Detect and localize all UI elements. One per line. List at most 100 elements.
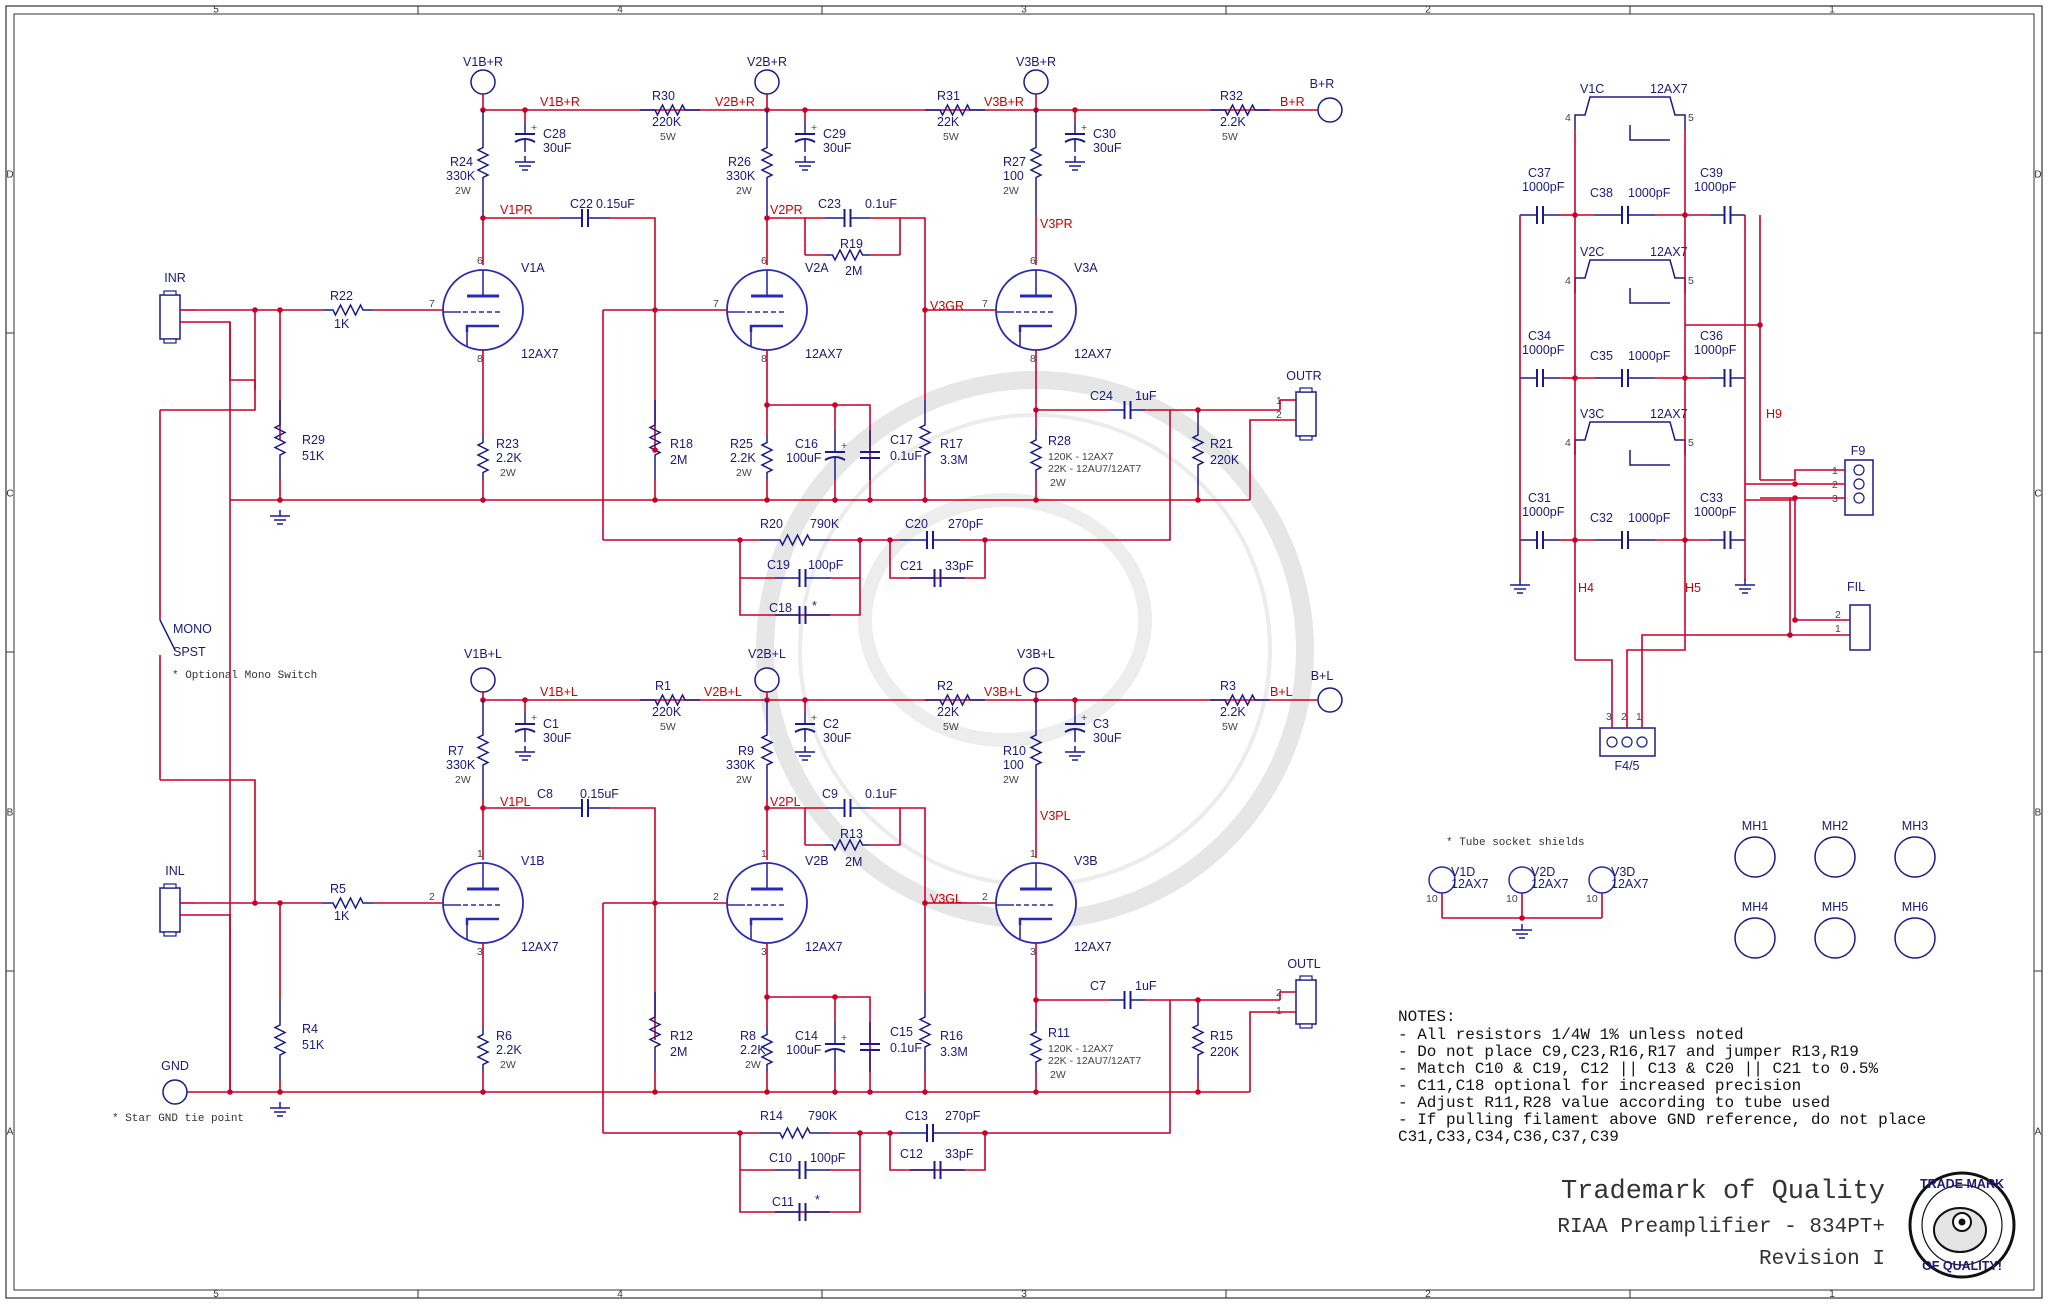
ref: R31 — [937, 89, 960, 103]
c35-capacitor — [1595, 369, 1655, 387]
net-label: H5 — [1685, 581, 1701, 595]
polarity-mark: + — [811, 122, 817, 134]
tube-ref: V3A — [1074, 261, 1098, 275]
wattage: 2W — [745, 1059, 761, 1071]
net-label: V3PR — [1040, 217, 1073, 231]
value: 330K — [726, 169, 756, 183]
frame-column-label: 2 — [1425, 5, 1431, 16]
ref: R12 — [670, 1029, 693, 1043]
power-port — [754, 667, 780, 693]
r31-resistor — [925, 103, 985, 117]
value: 3.3M — [940, 1045, 968, 1059]
value: 22K - 12AU7/12AT7 — [1048, 1055, 1141, 1067]
title-revision: Revision I — [1759, 1248, 1885, 1271]
ref: C8 — [537, 787, 553, 801]
junction-dot — [737, 537, 743, 543]
value: 1000pF — [1628, 511, 1671, 525]
c22-capacitor — [560, 209, 610, 227]
ref: R27 — [1003, 155, 1026, 169]
pin-number: 8 — [1030, 353, 1036, 365]
switch-name: MONO — [173, 622, 212, 636]
power-port — [470, 69, 496, 95]
ref: C18 — [769, 601, 792, 615]
wire — [1626, 565, 1686, 728]
junction-dot — [764, 497, 770, 503]
value: 330K — [446, 169, 476, 183]
value: 790K — [808, 1109, 838, 1123]
ref: C30 — [1093, 127, 1116, 141]
junction-dot — [887, 537, 893, 543]
tube-v3a: 678 — [982, 255, 1077, 365]
wire — [1760, 469, 1845, 481]
wattage: 5W — [943, 131, 959, 143]
r13-resistor — [825, 838, 870, 852]
switch-type: SPST — [173, 645, 206, 659]
junction-dot — [922, 497, 928, 503]
ground-icon — [1065, 746, 1085, 761]
ref: C35 — [1590, 349, 1613, 363]
connector — [159, 883, 181, 937]
connector-label: F4/5 — [1614, 759, 1639, 773]
wattage: 2W — [736, 467, 752, 479]
r26-resistor — [760, 110, 774, 215]
value: 1K — [334, 317, 350, 331]
wire — [1279, 991, 1296, 1000]
value: 30uF — [1093, 731, 1122, 745]
value: 0.1uF — [865, 197, 897, 211]
value: 1uF — [1135, 979, 1157, 993]
pin-number: 8 — [761, 353, 767, 365]
junction-dot — [480, 1089, 486, 1095]
switch-note: * Optional Mono Switch — [172, 670, 317, 682]
pin-number: 7 — [429, 298, 435, 310]
pin-number: 4 — [1565, 437, 1571, 449]
r29-resistor — [273, 400, 287, 480]
pin-number: 1 — [1030, 848, 1036, 860]
wire — [1641, 634, 1790, 728]
c14-capacitor: + — [824, 1022, 847, 1072]
pin-number: 2 — [982, 891, 988, 903]
ref: C7 — [1090, 979, 1106, 993]
wire — [180, 321, 231, 500]
power-port — [1023, 667, 1049, 693]
wire — [610, 217, 656, 450]
ground-icon — [1512, 924, 1532, 939]
r16-resistor — [918, 992, 932, 1072]
ref: C20 — [905, 517, 928, 531]
pin-number: 2 — [1276, 409, 1282, 421]
tube-v2b: 123 — [713, 848, 808, 958]
ref: C14 — [795, 1029, 818, 1043]
ref: C34 — [1528, 329, 1551, 343]
wattage: 2W — [1003, 185, 1019, 197]
ground-icon — [1065, 156, 1085, 171]
pin-number: 2 — [429, 891, 435, 903]
ref: C23 — [818, 197, 841, 211]
value: 790K — [810, 517, 840, 531]
mounting-hole-label: MH5 — [1822, 900, 1848, 914]
pin-number: 4 — [1565, 112, 1571, 124]
pin-number: 7 — [982, 298, 988, 310]
frame-column-label: 5 — [213, 5, 219, 16]
connector-f45 — [1599, 727, 1656, 757]
junction-dot — [802, 697, 808, 703]
value: 100uF — [786, 1043, 822, 1057]
ref: R15 — [1210, 1029, 1233, 1043]
wattage: 2W — [500, 467, 516, 479]
pin-number: 1 — [1636, 711, 1642, 723]
wire — [889, 540, 986, 579]
heater-v2c — [1574, 259, 1686, 304]
junction-dot — [1519, 915, 1525, 921]
connector-label: INR — [164, 271, 186, 285]
c13-capacitor — [900, 1124, 960, 1142]
r2-resistor — [925, 693, 985, 707]
pin-number: 6 — [761, 255, 767, 267]
tube-type: 12AX7 — [1650, 82, 1688, 96]
ref: R24 — [450, 155, 473, 169]
pin-number: 7 — [713, 298, 719, 310]
notes-heading: NOTES: — [1398, 1008, 1456, 1026]
note-line: C31,C33,C34,C36,C37,C39 — [1398, 1128, 1619, 1146]
ref: C29 — [823, 127, 846, 141]
ref: R13 — [840, 827, 863, 841]
ref: R2 — [937, 679, 953, 693]
ref: C33 — [1700, 491, 1723, 505]
port-label: V3B+R — [1016, 55, 1056, 69]
